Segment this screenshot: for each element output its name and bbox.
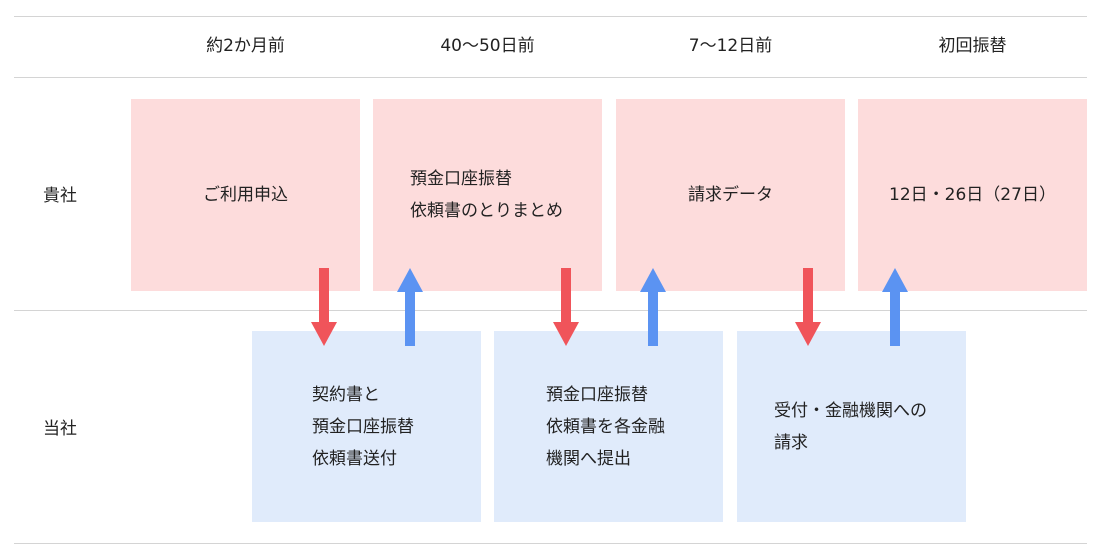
our-box-send-contract: 契約書と 預金口座振替 依頼書送付 (252, 331, 481, 522)
up-arrow-icon (640, 268, 666, 346)
box-line: 12日・26日（27日） (889, 185, 1056, 205)
our-box-request-banks: 受付・金融機関への 請求 (737, 331, 966, 522)
box-line: 機関へ提出 (546, 448, 631, 469)
box-line: 依頼書のとりまとめ (410, 201, 563, 221)
box-line: 預金口座振替 (410, 169, 512, 189)
company-box-collect-forms: 預金口座振替 依頼書のとりまとめ (373, 99, 602, 291)
company-box-application: ご利用申込 (131, 99, 360, 291)
divider-top (14, 16, 1087, 17)
box-line: 請求 (774, 432, 808, 453)
down-arrow-icon (795, 268, 821, 346)
box-line: 依頼書を各金融 (546, 416, 665, 437)
up-arrow-icon (397, 268, 423, 346)
divider-header (14, 77, 1087, 78)
box-line: 依頼書送付 (312, 448, 397, 469)
company-box-transfer-dates: 12日・26日（27日） (858, 99, 1087, 291)
box-line: 契約書と (312, 384, 380, 405)
box-line: 預金口座振替 (546, 384, 648, 405)
box-line: ご利用申込 (203, 185, 288, 205)
divider-rows (14, 310, 1087, 311)
divider-bottom (14, 543, 1087, 544)
down-arrow-icon (553, 268, 579, 346)
column-header-40-50-days: 40〜50日前 (440, 36, 535, 56)
column-header-2-months: 約2か月前 (206, 36, 285, 56)
box-line: 受付・金融機関への (774, 400, 927, 421)
box-line: 請求データ (688, 185, 773, 205)
our-box-submit-to-banks: 預金口座振替 依頼書を各金融 機関へ提出 (494, 331, 723, 522)
column-header-first-transfer: 初回振替 (938, 36, 1007, 56)
down-arrow-icon (311, 268, 337, 346)
row-label-us: 当社 (43, 419, 77, 439)
up-arrow-icon (882, 268, 908, 346)
box-line: 預金口座振替 (312, 416, 414, 437)
column-header-7-12-days: 7〜12日前 (688, 36, 773, 56)
company-box-billing-data: 請求データ (616, 99, 845, 291)
row-label-company: 貴社 (43, 186, 77, 206)
